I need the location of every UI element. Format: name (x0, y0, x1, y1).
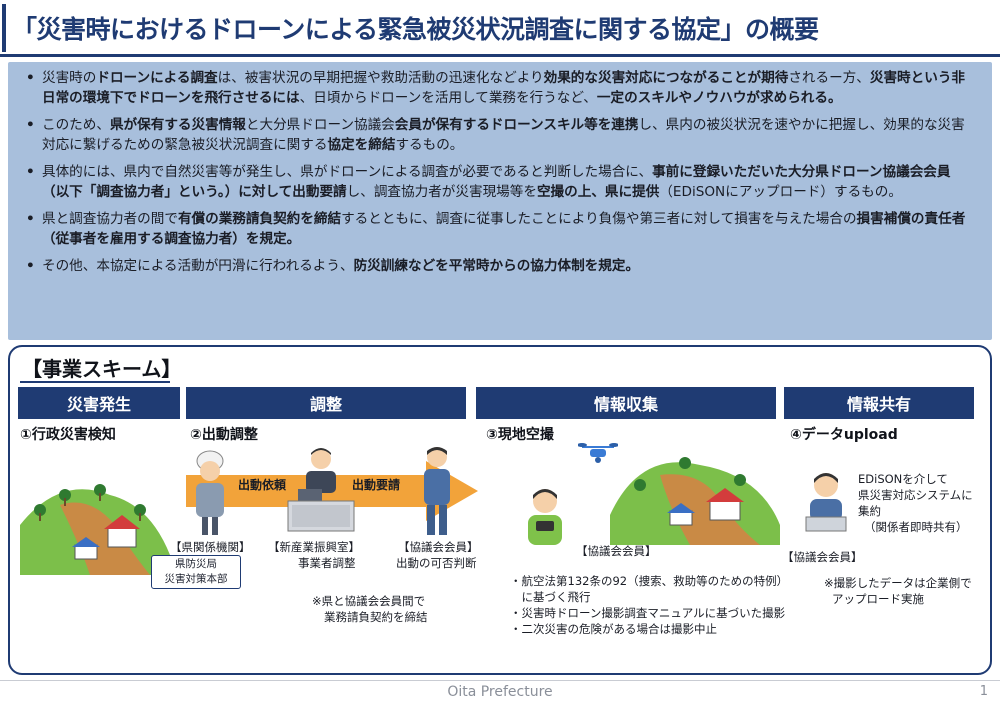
col4-desc-1: 県災害対応システムに (858, 488, 973, 502)
col2-role1: 【新産業振興室】 (268, 540, 360, 554)
col4-desc-3: （関係者即時共有） (864, 520, 968, 534)
member-person-icon (424, 447, 450, 535)
col4-note-line2: アップロード実施 (832, 592, 924, 606)
col1-role: 【県関係機関】 (170, 540, 251, 554)
bullet-dot: • (26, 211, 35, 227)
col3-note-2: ・災害時ドローン撮影調査マニュアルに基づいた撮影 (510, 606, 786, 620)
summary-emphasis: 事前に登録いただいた大分県ドローン協議会会員（以下「調査協力者」という。）に対し… (42, 164, 951, 200)
bullet-dot: • (26, 70, 35, 86)
desk-worker-icon (287, 448, 355, 532)
col2-role2: 【協議会会員】 (398, 540, 479, 554)
title-accent-bar (2, 4, 6, 52)
step-2: ②出動調整 (190, 427, 258, 443)
col1-agency-box: 県防災局 災害対策本部 (151, 555, 241, 589)
landslide-illustration (20, 484, 170, 575)
summary-panel: • 災害時のドローンによる調査は、被害状況の早期把握や救助活動の迅速化などより効果… (8, 62, 992, 340)
summary-emphasis: 災害時という非日常の環境下でドローンを飛行させるには (42, 70, 966, 106)
step-1: ①行政災害検知 (20, 427, 116, 443)
aerial-landslide-illustration (610, 457, 780, 545)
summary-text: 、日頃からドローンを活用して業務を行うなど、 (299, 90, 597, 106)
summary-emphasis: 会員が保有するドローンスキル等を連携 (394, 117, 639, 133)
summary-text: し、調査協力者が災害現場等を (346, 184, 537, 200)
summary-emphasis: 一定のスキルやノウハウが求められる。 (596, 90, 842, 106)
col1-box-line1: 県防災局 (175, 558, 217, 570)
bullet-dot: • (26, 117, 35, 133)
scheme-panel: 【事業スキーム】 災害発生 調整 情報収集 情報共有 ①行政災害検知 ②出動調整… (8, 345, 992, 675)
phase-info-collection: 情報収集 (476, 387, 776, 419)
summary-text: 災害時の (42, 70, 97, 86)
phase-disaster: 災害発生 (18, 387, 180, 419)
footer-org: Oita Prefecture (447, 684, 553, 700)
phase-coordination: 調整 (186, 387, 466, 419)
pilot-person-icon (528, 489, 562, 545)
summary-list: • 災害時のドローンによる調査は、被害状況の早期把握や救助活動の迅速化などより効果… (22, 68, 976, 276)
col3-note-1: に基づく飛行 (510, 590, 591, 604)
summary-text: は、被害状況の早期把握や救助活動の迅速化などより (217, 70, 544, 86)
col3-role: 【協議会会員】 (576, 544, 657, 558)
col2-note-line1: ※県と協議会会員間で (312, 594, 426, 608)
col3-note-3: ・二次災害の危険がある場合は撮影中止 (510, 622, 717, 636)
summary-text: その他、本協定による活動が円滑に行われるよう、 (42, 258, 354, 274)
summary-text: 具体的には、県内で自然災害等が発生し、県がドローンによる調査が必要であると判断し… (42, 164, 653, 180)
drone-icon (578, 443, 618, 463)
step-3: ③現地空撮 (486, 427, 554, 443)
official-person-icon (196, 450, 224, 535)
summary-emphasis: ドローンによる調査 (96, 70, 218, 86)
col4-desc-0: EDiSONを介して (858, 472, 948, 486)
scheme-title-underline (20, 381, 170, 383)
col4-note-line1: ※撮影したデータは企業側で (824, 576, 972, 590)
summary-text: し、県内の被災状況を速やかに把握し、効果的な災害対応に繋げるための緊急被災状況調… (42, 117, 965, 153)
summary-item: • その他、本協定による活動が円滑に行われるよう、防災訓練などを平常時からの協力体… (22, 256, 976, 276)
summary-item: • 具体的には、県内で自然災害等が発生し、県がドローンによる調査が必要であると判断… (22, 162, 976, 202)
bullet-dot: • (26, 164, 35, 180)
bullet-dot: • (26, 258, 35, 274)
summary-text: 県と調査協力者の間で (42, 211, 178, 227)
col1-box-line2: 災害対策本部 (164, 573, 228, 585)
summary-emphasis: 県が保有する災害情報 (109, 117, 246, 133)
scheme-title: 【事業スキーム】 (22, 357, 182, 381)
title-bar: 「災害時におけるドローンによる緊急被災状況調査に関する協定」の概要 (0, 0, 1000, 58)
uploader-person-icon (805, 473, 847, 532)
col2-note-line2: 業務請負契約を締結 (324, 610, 428, 624)
col4-role: 【協議会会員】 (782, 550, 863, 564)
summary-text: されるー方、 (788, 70, 870, 86)
title-underline (0, 54, 1000, 57)
summary-item: • 県と調査協力者の間で有償の業務請負契約を締結するとともに、調査に従事したことに… (22, 209, 976, 249)
summary-emphasis: 効果的な災害対応につながることが期待 (543, 70, 789, 86)
summary-text: するとともに、調査に従事したことにより負傷や第三者に対して損害を与えた場合の (341, 211, 857, 227)
col4-desc-2: 集約 (858, 504, 881, 518)
col2-role1-sub: 事業者調整 (298, 556, 356, 570)
summary-emphasis: 有償の業務請負契約を締結 (177, 211, 342, 227)
col2-role2-sub: 出動の可否判断 (396, 556, 477, 570)
footer-divider (0, 680, 1000, 681)
summary-item: • このため、県が保有する災害情報と大分県ドローン協議会会員が保有するドローンスキ… (22, 115, 976, 155)
summary-emphasis: 協定を締結 (327, 137, 396, 153)
summary-text: このため、 (42, 117, 110, 133)
summary-emphasis: 空撮の上、県に提供 (536, 184, 660, 200)
page-number: 1 (979, 684, 988, 699)
arrow-label-request: 出動依頼 (238, 478, 287, 492)
page-title: 「災害時におけるドローンによる緊急被災状況調査に関する協定」の概要 (12, 15, 819, 44)
arrow-label-dispatch: 出動要請 (352, 478, 401, 492)
summary-emphasis: 防災訓練などを平常時からの協力体制を規定。 (353, 258, 640, 274)
step-4: ④データupload (790, 427, 898, 443)
summary-emphasis: 損害補償の責任者（従事者を雇用する調査協力者）を規定。 (42, 211, 966, 247)
phase-info-sharing: 情報共有 (784, 387, 974, 419)
summary-text: （EDiSONにアップロード）するもの。 (659, 184, 902, 200)
summary-item: • 災害時のドローンによる調査は、被害状況の早期把握や救助活動の迅速化などより効果… (22, 68, 976, 108)
summary-text: と大分県ドローン協議会 (245, 117, 395, 133)
summary-text: するもの。 (395, 137, 464, 153)
col3-note-0: ・航空法第132条の92（捜索、救助等のための特例） (510, 574, 789, 588)
